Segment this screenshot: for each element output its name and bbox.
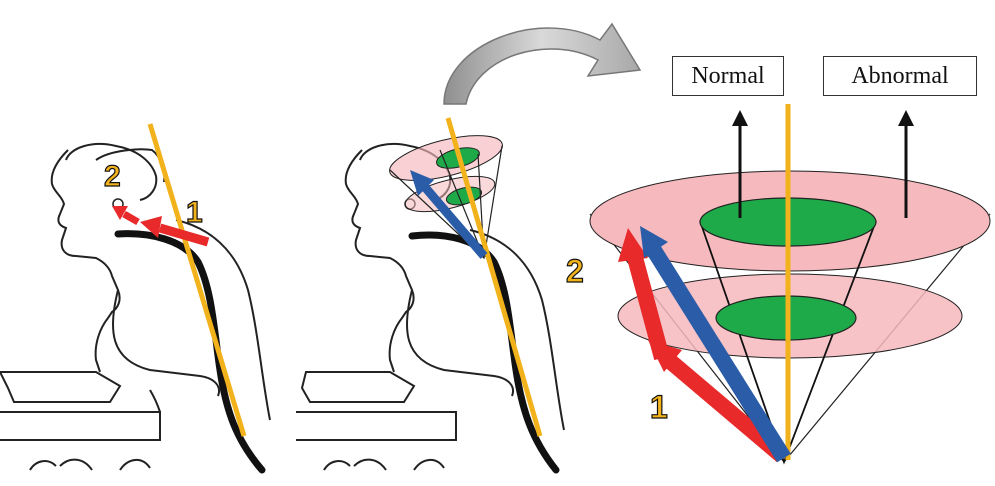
abnormal-up-arrow-head — [898, 110, 914, 126]
gravity-line-left — [150, 124, 244, 436]
red-vector-2-left — [124, 214, 138, 222]
curve-arrow-icon — [444, 24, 640, 104]
figure-panel-left: 2 1 — [0, 124, 270, 470]
spine-curve-middle — [412, 235, 556, 470]
abnormal-label: Abnormal — [851, 63, 948, 90]
marker-2-left: 2 — [104, 160, 121, 193]
chair-outline-left — [30, 460, 150, 470]
marker-1-right: 1 — [650, 389, 668, 425]
abnormal-label-box: Abnormal — [823, 56, 977, 96]
desk-outline-left — [0, 372, 160, 440]
normal-label: Normal — [691, 63, 764, 90]
marker-2-right: 2 — [566, 253, 584, 289]
desk-outline-middle — [296, 372, 456, 440]
arm-outline-middle — [407, 290, 513, 396]
cone-panel-right: 2 1 — [566, 104, 990, 462]
back-outline-middle — [470, 230, 564, 430]
marker-1-left: 1 — [186, 196, 203, 229]
chair-outline-middle — [324, 460, 444, 470]
normal-up-arrow-head — [732, 110, 748, 126]
figure-panel-middle — [296, 118, 564, 470]
normal-label-box: Normal — [672, 56, 784, 96]
gravity-line-middle — [448, 118, 540, 436]
